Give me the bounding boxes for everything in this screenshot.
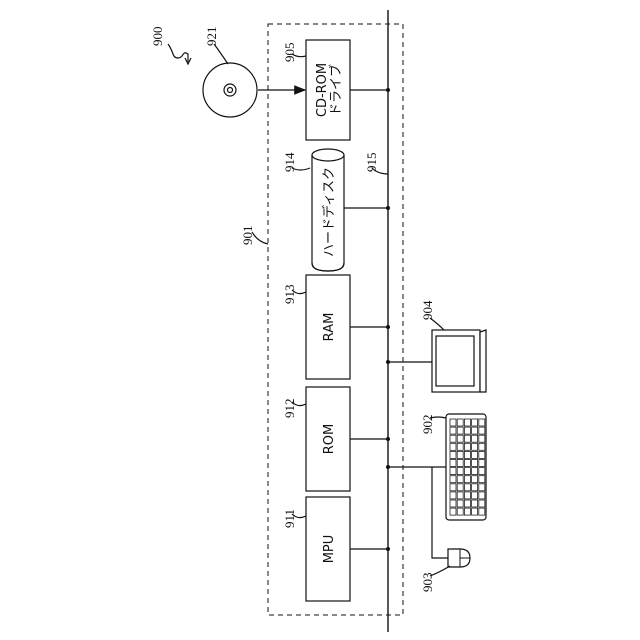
cd-rom-drive-ref-label: 905 <box>282 43 297 63</box>
hard-disk-label: ハードディスク <box>321 167 337 257</box>
keyboard-key <box>472 451 478 458</box>
keyboard-key <box>464 476 470 483</box>
mpu-ref-label: 911 <box>282 509 297 528</box>
keyboard-key <box>450 419 456 426</box>
rom-label: ROM <box>322 424 337 454</box>
keyboard-key <box>450 451 456 458</box>
rom-ref-label: 912 <box>282 399 297 419</box>
keyboard-key <box>479 500 485 507</box>
keyboard-key <box>472 443 478 450</box>
disc-leader <box>214 44 228 64</box>
keyboard-key <box>472 427 478 434</box>
keyboard-key <box>472 460 478 467</box>
keyboard-key <box>464 508 470 515</box>
keyboard-key <box>450 492 456 499</box>
keyboard-key <box>457 468 463 475</box>
mpu-label: MPU <box>322 535 337 564</box>
keyboard-key <box>457 460 463 467</box>
keyboard-key <box>464 443 470 450</box>
keyboard <box>446 414 486 520</box>
keyboard-key <box>472 508 478 515</box>
display-monitor <box>432 330 486 392</box>
keyboard-key <box>464 435 470 442</box>
keyboard-key <box>472 419 478 426</box>
keyboard-key <box>472 492 478 499</box>
keyboard-key <box>464 460 470 467</box>
keyboard-key <box>472 468 478 475</box>
keyboard-key <box>464 427 470 434</box>
keyboard-key <box>457 476 463 483</box>
keyboard-key <box>450 508 456 515</box>
disc-ref-label: 921 <box>204 27 219 47</box>
keyboard-key <box>457 500 463 507</box>
keyboard-key <box>450 484 456 491</box>
ram-ref-label: 913 <box>282 285 297 305</box>
keyboard-key <box>457 451 463 458</box>
keyboard-key <box>450 476 456 483</box>
keyboard-key <box>472 484 478 491</box>
system-callout: 900 <box>150 27 191 65</box>
keyboard-key <box>479 451 485 458</box>
keyboard-key <box>450 443 456 450</box>
keyboard-key <box>450 427 456 434</box>
keyboard-key <box>464 500 470 507</box>
keyboard-leader <box>430 417 446 418</box>
keyboard-key <box>479 419 485 426</box>
keyboard-key <box>450 435 456 442</box>
display-ref-label: 904 <box>420 300 435 320</box>
keyboard-key <box>479 427 485 434</box>
keyboard-key <box>479 508 485 515</box>
keyboard-key <box>464 451 470 458</box>
cd-rom-drive-label-line2: ドライブ <box>328 64 344 116</box>
keyboard-key <box>457 484 463 491</box>
keyboard-key <box>450 500 456 507</box>
keyboard-key <box>457 492 463 499</box>
keyboard-key <box>464 492 470 499</box>
enclosure-ref-label: 901 <box>240 226 255 246</box>
keyboard-key <box>464 419 470 426</box>
keyboard-key <box>479 460 485 467</box>
keyboard-key <box>479 435 485 442</box>
keyboard-key <box>457 427 463 434</box>
keyboard-key <box>472 435 478 442</box>
keyboard-key <box>464 468 470 475</box>
keyboard-key <box>464 484 470 491</box>
cd-rom-disc <box>203 63 257 117</box>
keyboard-key <box>479 468 485 475</box>
keyboard-key <box>479 476 485 483</box>
display-leader <box>430 318 444 330</box>
system-ref-label: 900 <box>150 27 165 47</box>
keyboard-key <box>457 508 463 515</box>
keyboard-key <box>457 443 463 450</box>
mouse <box>448 549 470 567</box>
bus-ref-label: 915 <box>364 153 379 173</box>
keyboard-key <box>457 435 463 442</box>
keyboard-key <box>479 484 485 491</box>
mouse-leader <box>430 566 450 576</box>
keyboard-key <box>450 460 456 467</box>
ram-label: RAM <box>322 313 337 342</box>
keyboard-key <box>472 476 478 483</box>
keyboard-key <box>450 468 456 475</box>
keyboard-key <box>479 492 485 499</box>
keyboard-key <box>479 443 485 450</box>
cd-rom-drive-label-line1: CD-ROM <box>315 63 330 117</box>
keyboard-key <box>457 419 463 426</box>
keyboard-key <box>472 500 478 507</box>
